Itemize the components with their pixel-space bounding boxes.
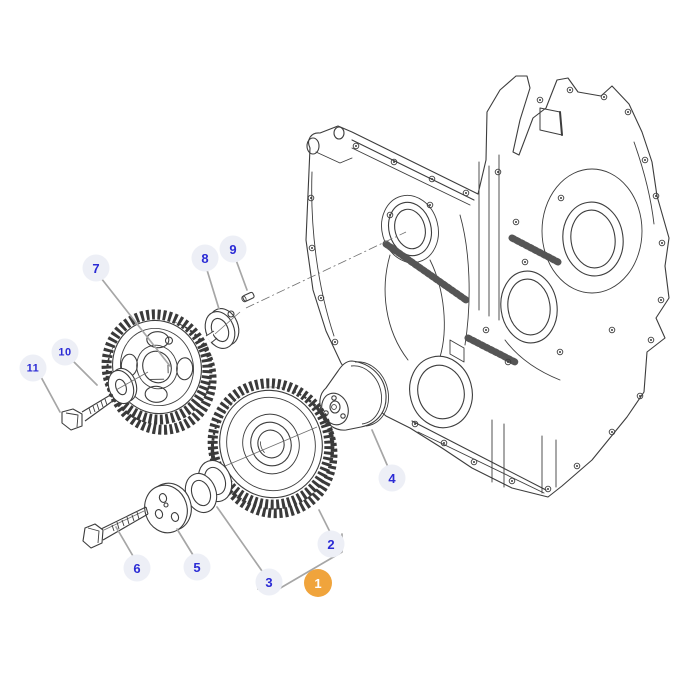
callout-6[interactable]: 6	[123, 554, 151, 582]
callout-6-number: 6	[133, 561, 140, 576]
callout-5[interactable]: 5	[183, 553, 211, 581]
callout-4[interactable]: 4	[378, 464, 406, 492]
camshaft-bore	[381, 194, 439, 264]
callout-1-number: 1	[314, 576, 321, 591]
callout-layer: 1 2 3 4 5 6 7 8 9 10 11	[19, 235, 406, 597]
part-4-idler-hub	[319, 360, 389, 431]
callout-8[interactable]: 8	[191, 244, 219, 272]
callout-2-leader	[318, 509, 331, 533]
centerline-camshaft	[115, 231, 407, 391]
callout-11[interactable]: 11	[19, 354, 47, 382]
callout-3-number: 3	[265, 575, 272, 590]
cover-boss	[333, 126, 345, 140]
callout-2[interactable]: 2	[317, 530, 345, 558]
callout-3[interactable]: 3	[255, 568, 283, 596]
callout-9[interactable]: 9	[219, 235, 247, 263]
callout-2-number: 2	[327, 537, 334, 552]
part-timing-cover	[305, 75, 670, 498]
cover-boss	[306, 137, 320, 155]
callout-1[interactable]: 1	[304, 569, 332, 597]
cover-bolt-holes	[307, 86, 666, 493]
callout-4-number: 4	[388, 471, 396, 486]
callout-10-number: 10	[58, 347, 71, 359]
pump-bore	[500, 270, 558, 344]
callout-8-number: 8	[201, 251, 208, 266]
callout-8-leader	[206, 269, 220, 310]
callout-11-leader	[40, 376, 61, 413]
crank-lobe	[541, 168, 643, 294]
callout-4-leader	[371, 429, 389, 468]
callout-3-leader	[216, 506, 263, 572]
callout-9-number: 9	[229, 242, 236, 257]
part-2-idler-gear	[207, 378, 338, 519]
callout-11-number: 11	[27, 363, 40, 375]
callout-7-leader	[100, 277, 171, 367]
callout-9-leader	[235, 259, 248, 291]
callout-10-leader	[72, 360, 98, 386]
callout-5-leader	[176, 528, 194, 556]
part-6-bolt	[82, 506, 149, 549]
crank-bore	[562, 201, 624, 277]
part-5-retainer-plate	[144, 482, 192, 534]
callout-7-number: 7	[92, 261, 99, 276]
callout-7[interactable]: 7	[82, 254, 110, 282]
callout-10[interactable]: 10	[51, 338, 79, 366]
callout-6-leader	[115, 526, 134, 557]
part-11-bolt	[61, 393, 115, 431]
part-9-pin	[241, 291, 255, 303]
callout-5-number: 5	[193, 560, 200, 575]
